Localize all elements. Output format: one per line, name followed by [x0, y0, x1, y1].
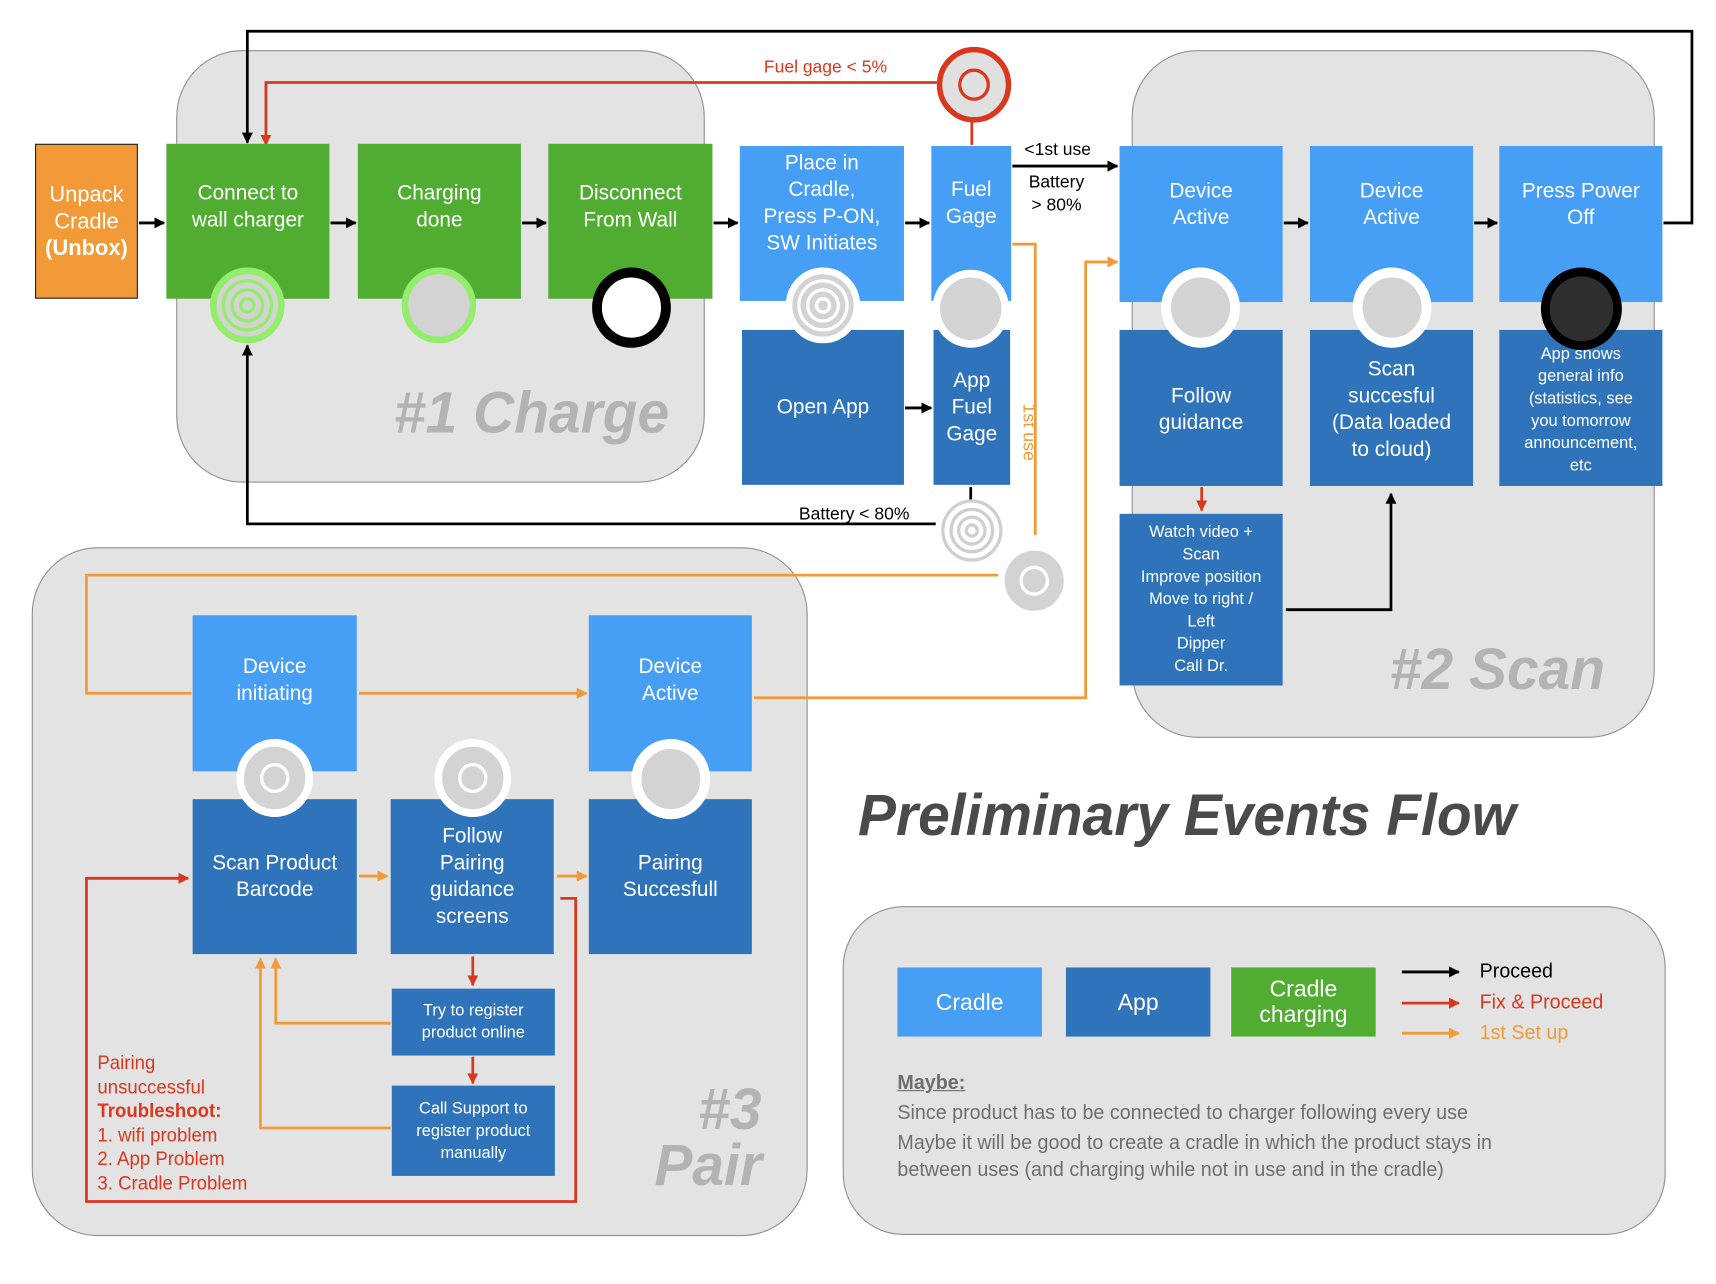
charge-group-title: #1 Charge	[393, 381, 670, 446]
arrow-troubleshoot-loop	[85, 872, 578, 1203]
troubleshoot-heading: Troubleshoot:	[97, 1100, 222, 1122]
app-shows-info-box: App shows general info (statistics, see …	[1499, 329, 1663, 486]
troubleshoot-line1: Pairing	[97, 1052, 156, 1074]
first-use-vertical-label: 1st use	[1018, 403, 1038, 461]
arrow-first-use	[1012, 242, 1037, 536]
troubleshoot-line2: unsuccessful	[97, 1076, 205, 1098]
watch-video-box: Watch video + Scan Improve position Move…	[1119, 513, 1283, 686]
device-active2-led-icon	[1352, 267, 1432, 348]
red-alert-led-icon	[936, 46, 1012, 123]
scan-product-barcode-box: Scan Product Barcode	[192, 799, 357, 955]
battery-high-label: Battery > 80%	[1028, 172, 1085, 216]
call-support-box: Call Support to register product manuall…	[391, 1085, 555, 1176]
legend-cradle-swatch: Cradle	[897, 967, 1042, 1037]
legend-fix-label: Fix & Proceed	[1479, 990, 1604, 1014]
device-initiating-led-icon	[236, 738, 313, 818]
arrow-active-scan	[754, 256, 1119, 700]
follow-guidance-box: Follow guidance	[1119, 329, 1283, 486]
arrow-try-barcode	[270, 957, 391, 1025]
pair-active-led-icon	[631, 738, 711, 820]
page-title: Preliminary Events Flow	[858, 783, 1516, 849]
pair-group-title-line1: #3	[698, 1077, 762, 1143]
unbox-line2: Cradle	[54, 208, 119, 234]
power-off-led-icon	[1540, 267, 1622, 350]
battery-low-label: Battery < 80%	[798, 504, 910, 524]
maybe-line1: Since product has to be connected to cha…	[897, 1101, 1468, 1124]
place-in-cradle-box: Place in Cradle, Press P-ON, SW Initiate…	[739, 146, 904, 301]
legend-panel	[842, 906, 1666, 1235]
device-active-led-icon	[1161, 267, 1240, 348]
maybe-line3: between uses (and charging while not in …	[897, 1158, 1444, 1181]
troubleshoot-item-1: 1. wifi problem	[97, 1124, 218, 1146]
legend-app-swatch: App	[1065, 967, 1211, 1037]
scan-successful-box: Scan succesful (Data loaded to cloud)	[1309, 329, 1474, 486]
arrow-watch-scan	[1285, 492, 1397, 612]
maybe-line2: Maybe it will be good to create a cradle…	[897, 1131, 1492, 1154]
pulse-green-led-icon	[210, 267, 285, 344]
charging-done-box: Charging done	[357, 143, 521, 299]
arrow-call-barcode	[254, 957, 391, 1130]
pairing-successful-box: Pairing Succesfull	[588, 799, 752, 955]
unpack-cradle-box: Unpack Cradle (Unbox)	[35, 143, 138, 299]
maybe-heading: Maybe:	[897, 1071, 966, 1094]
fuel-low-label: Fuel gage < 5%	[763, 57, 888, 77]
fuel-gage-led-icon	[932, 269, 1010, 348]
open-app-box: Open App	[742, 329, 904, 485]
troubleshoot-item-2: 2. App Problem	[97, 1148, 225, 1170]
arrow-pair-entry	[85, 573, 999, 695]
legend-proceed-label: Proceed	[1479, 959, 1554, 982]
pulse-gray-led-icon	[941, 499, 1003, 562]
troubleshoot-item-3: 3. Cradle Problem	[97, 1172, 248, 1194]
gray-ring-led-icon	[1004, 550, 1064, 611]
app-fuel-gage-box: App Fuel Gage	[933, 329, 1011, 485]
legend-cradle-charging-swatch: Cradle charging	[1231, 967, 1376, 1037]
unbox-line1: Unpack	[49, 182, 124, 207]
pairing-guidance-led-icon	[434, 738, 512, 818]
pulse-white-led-icon	[785, 267, 861, 344]
arrow-fuel-low	[266, 81, 974, 144]
scan-group-title: #2 Scan	[1389, 637, 1606, 703]
arrow-poweroff-loop	[241, 29, 1694, 225]
legend-setup-label: 1st Set up	[1479, 1020, 1569, 1044]
pair-group-title-line2: Pair	[654, 1133, 763, 1199]
black-ring-led-icon	[592, 267, 671, 348]
solid-green-ring-led-icon	[401, 267, 477, 344]
follow-pairing-guidance-box: Follow Pairing guidance screens	[390, 799, 554, 955]
unbox-line3: (Unbox)	[45, 235, 128, 261]
troubleshoot-note: Pairing unsuccessful Troubleshoot: 1. wi…	[97, 1051, 247, 1195]
try-register-online-box: Try to register product online	[391, 988, 555, 1056]
first-use-label: <1st use	[1024, 140, 1092, 160]
fuel-gage-box: Fuel Gage	[931, 146, 1012, 301]
